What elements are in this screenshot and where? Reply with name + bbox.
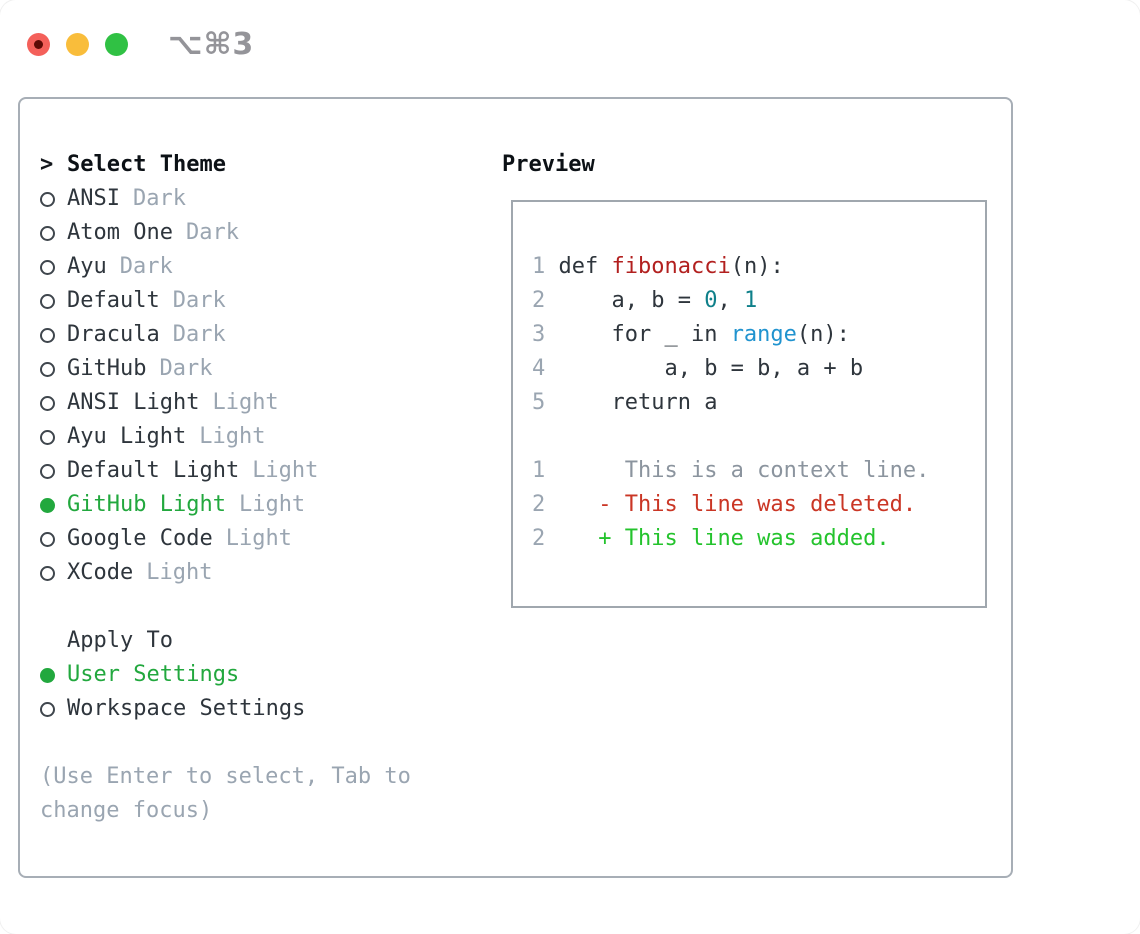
radio-icon [40, 327, 67, 343]
theme-option-github[interactable]: GitHub Dark [40, 352, 502, 386]
traffic-light-minimize-icon[interactable] [66, 33, 89, 56]
help-text: (Use Enter to select, Tab to change focu… [40, 764, 411, 823]
apply-option-workspace-settings[interactable]: Workspace Settings [40, 692, 502, 726]
preview-column: Preview 1 def fibonacci(n): 2 a, b = 0, 1… [502, 148, 1011, 876]
code-line: 1 This is a context line. [532, 458, 930, 483]
theme-option-ayu-light[interactable]: Ayu Light Light [40, 420, 502, 454]
selection-prompt-icon: > [40, 152, 54, 177]
theme-option-variant-tag: Dark [119, 254, 173, 279]
apply-option-label: Workspace Settings [67, 696, 306, 721]
apply-to-header-row: Apply To [40, 624, 502, 658]
code-line: 1 def fibonacci(n): [532, 254, 784, 279]
apply-to-title: Apply To [67, 628, 173, 653]
theme-option-variant-tag: Light [199, 424, 266, 449]
radio-icon [40, 191, 67, 207]
radio-icon [40, 429, 67, 445]
spacer [40, 590, 502, 624]
theme-option-label: Atom One [67, 220, 173, 245]
code-line: 5 return a [532, 390, 718, 415]
theme-option-variant-tag: Light [146, 560, 213, 585]
preview-title: Preview [502, 152, 595, 177]
theme-selector-header-row: > Select Theme [40, 148, 502, 182]
radio-icon [40, 293, 67, 309]
radio-icon [40, 259, 67, 275]
theme-option-label: Dracula [67, 322, 160, 347]
theme-option-variant-tag: Dark [159, 356, 213, 381]
code-preview: 1 def fibonacci(n): 2 a, b = 0, 1 3 for _ … [511, 200, 987, 608]
theme-option-label: ANSI Light [67, 390, 200, 415]
theme-option-default-light[interactable]: Default Light Light [40, 454, 502, 488]
close-dot-icon [34, 40, 43, 49]
theme-option-variant-tag: Light [252, 458, 319, 483]
code-line: 4 a, b = b, a + b [532, 356, 864, 381]
theme-option-google-code[interactable]: Google Code Light [40, 522, 502, 556]
radio-icon [40, 701, 67, 717]
theme-option-variant-tag: Dark [172, 322, 226, 347]
theme-option-label: Google Code [67, 526, 213, 551]
theme-option-variant-tag: Light [225, 526, 292, 551]
theme-option-label: GitHub [67, 356, 147, 381]
theme-option-variant-tag: Light [212, 390, 279, 415]
window-title: ⌥⌘3 [168, 27, 255, 62]
radio-icon [40, 361, 67, 377]
code-line: 3 for _ in range(n): [532, 322, 850, 347]
theme-option-ansi[interactable]: ANSI Dark [40, 182, 502, 216]
theme-option-label: ANSI [67, 186, 120, 211]
theme-option-ayu[interactable]: Ayu Dark [40, 250, 502, 284]
radio-icon [40, 225, 67, 241]
code-line: 2 + This line was added. [532, 526, 890, 551]
apply-option-label: User Settings [67, 662, 240, 687]
radio-icon [40, 531, 67, 547]
theme-option-label: XCode [67, 560, 134, 585]
theme-option-variant-tag: Dark [172, 288, 226, 313]
theme-option-dracula[interactable]: Dracula Dark [40, 318, 502, 352]
radio-icon [40, 565, 67, 581]
theme-option-label: Default Light [67, 458, 240, 483]
radio-icon [40, 463, 67, 479]
code-line [532, 420, 967, 454]
radio-selected-icon [40, 497, 67, 513]
theme-option-xcode[interactable]: XCode Light [40, 556, 502, 590]
theme-option-github-light[interactable]: GitHub Light Light [40, 488, 502, 522]
preview-header-row: Preview [502, 148, 1011, 182]
theme-option-variant-tag: Light [238, 492, 306, 517]
theme-option-label: GitHub Light [67, 492, 226, 517]
code-line: 2 a, b = 0, 1 [532, 288, 758, 313]
traffic-light-close-icon[interactable] [27, 33, 50, 56]
theme-option-label: Ayu [67, 254, 107, 279]
theme-selector-title: Select Theme [67, 152, 226, 177]
traffic-light-zoom-icon[interactable] [105, 33, 128, 56]
theme-option-label: Default [67, 288, 160, 313]
code-line: 2 - This line was deleted. [532, 492, 917, 517]
apply-option-user-settings[interactable]: User Settings [40, 658, 502, 692]
theme-option-ansi-light[interactable]: ANSI Light Light [40, 386, 502, 420]
radio-icon [40, 395, 67, 411]
theme-option-default[interactable]: Default Dark [40, 284, 502, 318]
titlebar: ⌥⌘3 [27, 27, 254, 62]
theme-option-variant-tag: Dark [185, 220, 239, 245]
theme-option-label: Ayu Light [67, 424, 187, 449]
radio-selected-icon [40, 667, 67, 683]
theme-option-atom-one[interactable]: Atom One Dark [40, 216, 502, 250]
theme-option-variant-tag: Dark [132, 186, 186, 211]
